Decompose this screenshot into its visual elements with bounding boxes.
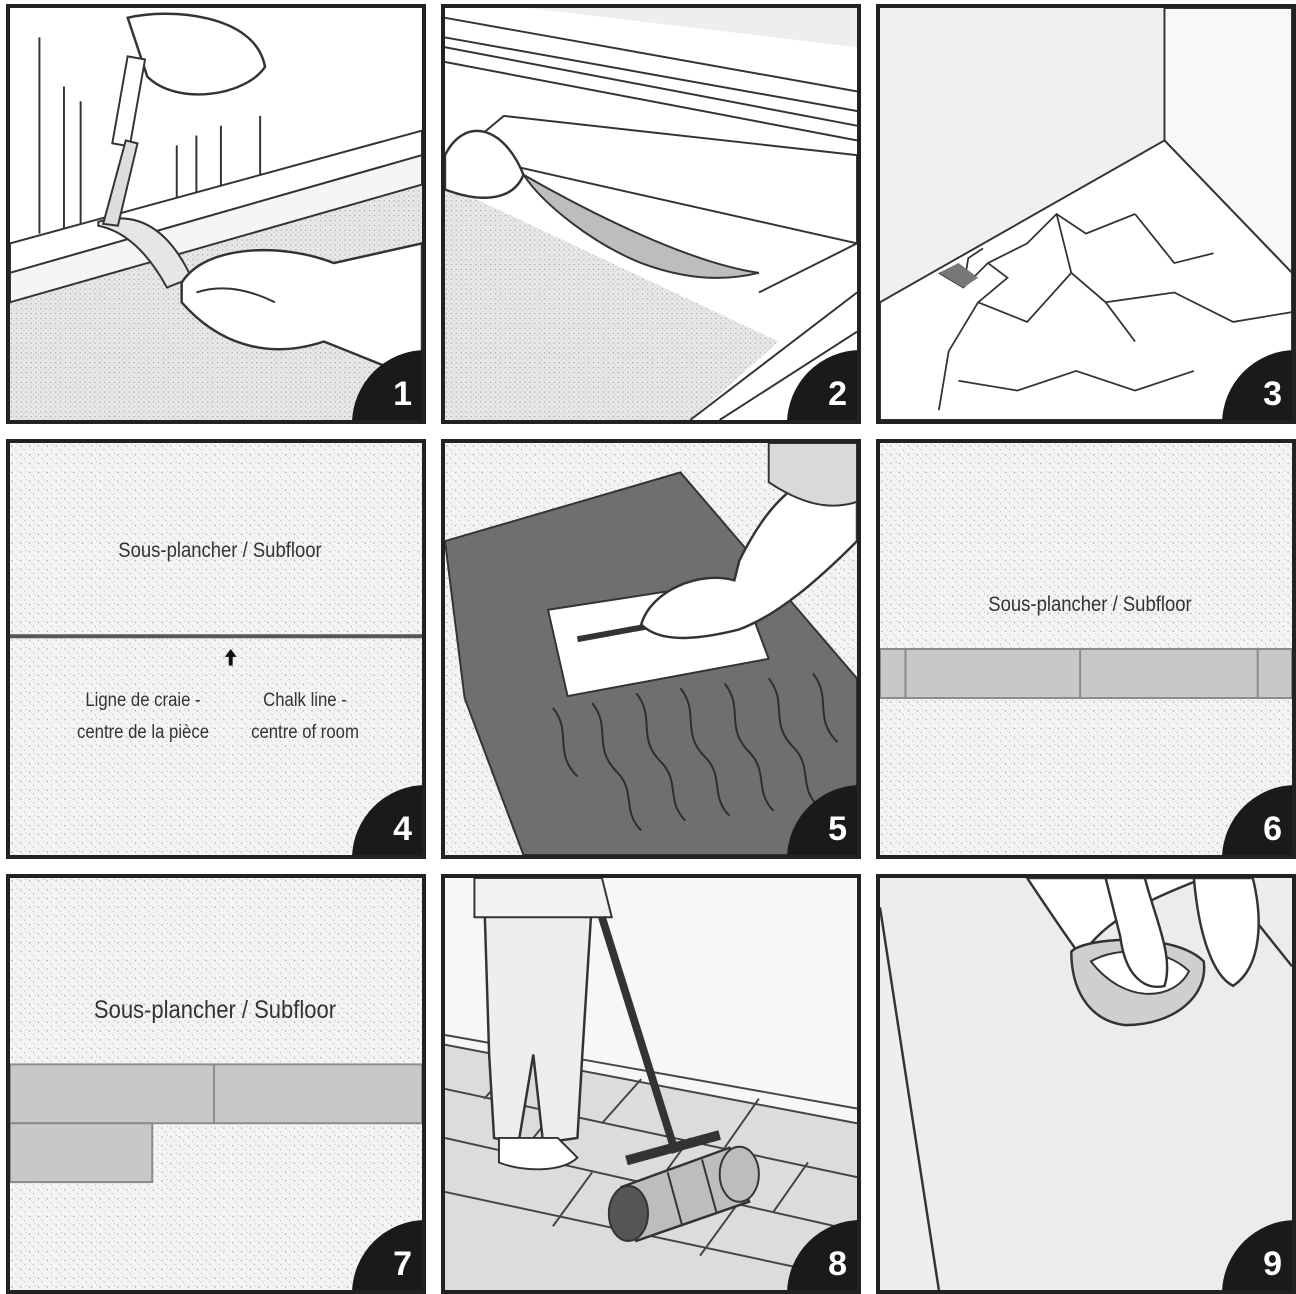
step-9-panel: 9: [876, 874, 1296, 1294]
subfloor-label: Sous-plancher / Subfloor: [65, 996, 364, 1025]
subfloor-label: Sous-plancher / Subfloor: [958, 593, 1222, 617]
step-3-panel: 3: [876, 4, 1296, 424]
subfloor-surface: [10, 878, 422, 1290]
step-8-panel: 8: [441, 874, 861, 1294]
step-4-panel: Sous-plancher / Subfloor Ligne de craie …: [6, 439, 426, 859]
plank-row: [10, 1123, 152, 1182]
roll-floor-illustration: [445, 878, 857, 1290]
remove-old-flooring-illustration: [10, 8, 422, 420]
step-1-panel: 1: [6, 4, 426, 424]
subfloor-surface: [10, 443, 422, 855]
clean-floor-illustration: [880, 878, 1292, 1290]
plank-row: [880, 649, 1292, 698]
step-6-panel: Sous-plancher / Subfloor 6: [876, 439, 1296, 859]
chalk-line-label-fr: Ligne de craie - centre de la pièce: [59, 685, 226, 749]
pull-up-flooring-illustration: [445, 8, 857, 420]
chalk-line-label-en: Chalk line - centre of room: [230, 685, 380, 749]
step-5-panel: 5: [441, 439, 861, 859]
plank-row: [10, 1064, 422, 1123]
inspect-subfloor-cracks-illustration: [880, 8, 1292, 420]
spread-adhesive-illustration: [445, 443, 857, 855]
step-7-panel: Sous-plancher / Subfloor 7: [6, 874, 426, 1294]
subfloor-label: Sous-plancher / Subfloor: [88, 539, 352, 563]
subfloor-surface: [880, 443, 1292, 855]
step-2-panel: 2: [441, 4, 861, 424]
